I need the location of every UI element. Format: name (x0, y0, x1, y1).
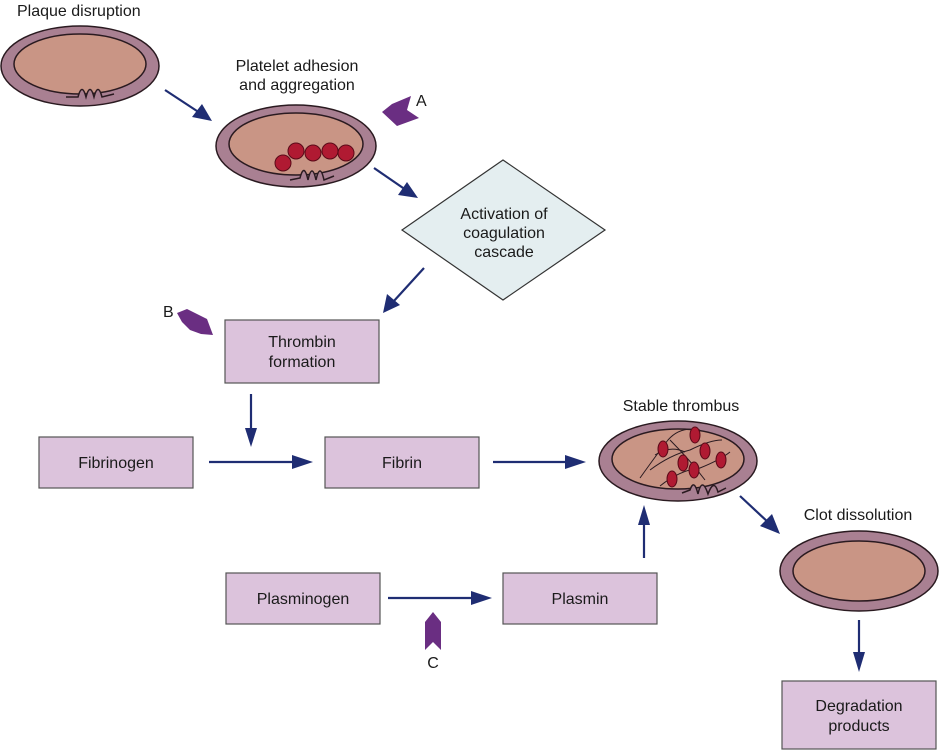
arrow-plasmin-to-thrombus (638, 505, 650, 558)
platelet (689, 426, 701, 444)
vessel-stable-thrombus (598, 420, 758, 502)
arrow-fibrinogen-to-fibrin (209, 455, 313, 469)
box-fibrin: Fibrin (324, 436, 480, 489)
arrow-thrombus-to-dissolution (739, 495, 780, 534)
marker-c: C (425, 612, 441, 672)
arrow-plaque-to-platelet (164, 89, 212, 121)
marker-a-icon (382, 96, 419, 126)
plasminogen-label: Plasminogen (257, 591, 350, 608)
platelet (666, 470, 678, 488)
marker-a-label: A (416, 93, 427, 110)
box-degradation-products: Degradation products (781, 680, 937, 750)
arrow-dissolution-to-degradation (853, 620, 865, 672)
label-plaque-disruption: Plaque disruption (17, 3, 141, 20)
arrow-thrombin-to-conversion (245, 394, 257, 447)
platelet (699, 442, 711, 460)
platelet (304, 144, 322, 162)
diamond-line3: cascade (474, 244, 534, 261)
diamond-line2: coagulation (463, 225, 545, 242)
marker-c-icon (425, 612, 441, 650)
marker-b-icon (177, 309, 213, 335)
label-stable-thrombus: Stable thrombus (623, 398, 740, 415)
diamond-coagulation-cascade: Activation of coagulation cascade (400, 159, 607, 301)
platelet (287, 142, 305, 160)
diamond-line1: Activation of (460, 206, 548, 223)
vessel-platelet-aggregation (215, 104, 377, 188)
platelet (677, 454, 689, 472)
marker-b: B (163, 304, 213, 335)
box-fibrinogen: Fibrinogen (38, 436, 194, 489)
box-plasminogen: Plasminogen (225, 572, 381, 625)
label-clot-dissolution: Clot dissolution (804, 507, 913, 524)
thrombin-line2: formation (269, 354, 336, 371)
box-thrombin-formation: Thrombin formation (224, 319, 380, 384)
marker-a: A (382, 93, 427, 126)
platelet (657, 440, 669, 458)
platelet (274, 154, 292, 172)
plasmin-label: Plasmin (552, 591, 609, 608)
platelet (688, 461, 700, 479)
label-platelet-line2: and aggregation (239, 77, 355, 94)
marker-c-label: C (427, 655, 439, 672)
marker-b-label: B (163, 304, 174, 321)
platelet (321, 142, 339, 160)
thrombin-line1: Thrombin (268, 334, 336, 351)
arrow-cascade-to-thrombin (383, 267, 425, 313)
arrow-platelet-to-cascade (373, 167, 418, 198)
platelet (337, 144, 355, 162)
vessel-clot-dissolution (779, 530, 939, 612)
arrow-fibrin-to-thrombus (493, 455, 586, 469)
box-plasmin: Plasmin (502, 572, 658, 625)
degradation-line2: products (828, 718, 889, 735)
platelet (715, 451, 727, 469)
degradation-line1: Degradation (815, 698, 902, 715)
label-platelet-line1: Platelet adhesion (236, 58, 359, 75)
vessel-plaque-disruption (0, 25, 160, 107)
arrow-plasminogen-to-plasmin (388, 591, 492, 605)
fibrinogen-label: Fibrinogen (78, 455, 154, 472)
fibrin-label: Fibrin (382, 455, 422, 472)
